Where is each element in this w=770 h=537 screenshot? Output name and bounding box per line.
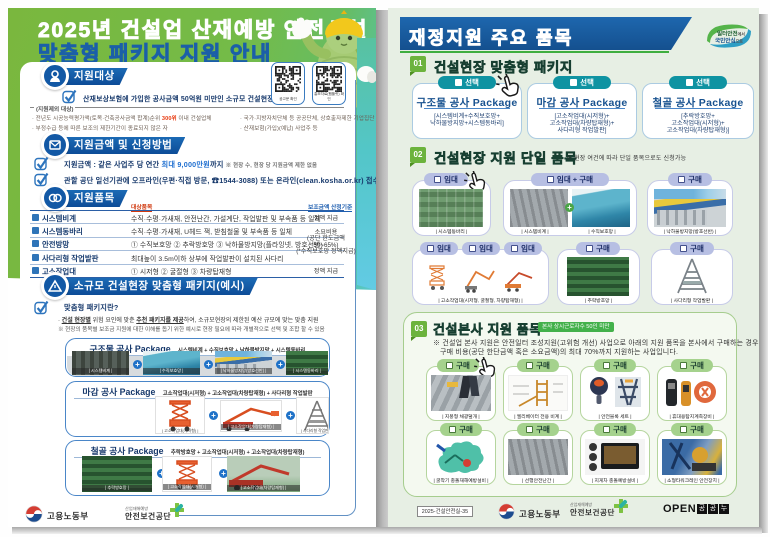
svg-text:| 고소작업대(시저형) |: | 고소작업대(시저형) | [162, 427, 198, 433]
svg-text:국민안심으로: 국민안심으로 [715, 37, 743, 45]
svg-text:일터안전에서: 일터안전에서 [717, 30, 745, 38]
svg-text:| 사다리형 작업판 |: | 사다리형 작업판 | [301, 428, 329, 433]
